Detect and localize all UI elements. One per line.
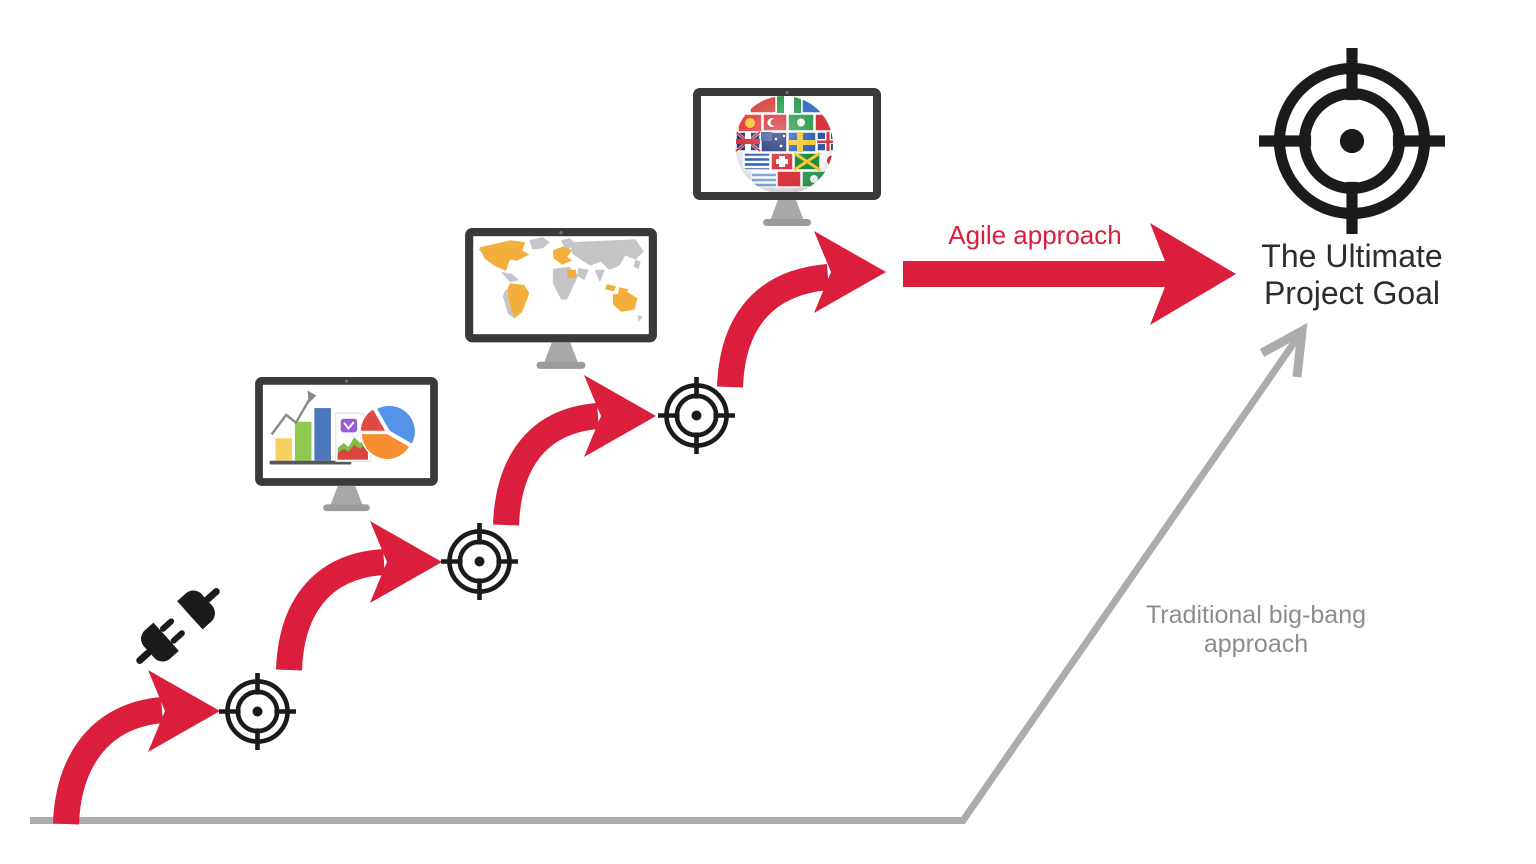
traditional-label-line2: approach [1203, 630, 1309, 658]
webcam-dot [344, 379, 349, 383]
traditional-path-arrow [30, 322, 1308, 824]
flag-globe-screen-content [735, 96, 833, 192]
goal-label-line2: Project Goal [1263, 275, 1441, 311]
traditional-approach-label: Traditional big-bang approach [1125, 601, 1387, 659]
agile-final-arrow [903, 223, 1236, 325]
agile-step-arrow-3 [493, 375, 656, 526]
goal-target-icon [1259, 48, 1445, 234]
goal-label-line1: The Ultimate [1261, 238, 1443, 274]
milestone-target-icon-2 [441, 523, 518, 600]
agile-step-arrow-1 [53, 670, 220, 825]
monitor-stand [770, 200, 804, 221]
traditional-label-line1: Traditional big-bang [1145, 601, 1367, 629]
world-map-monitor-icon [465, 228, 657, 369]
plug-icon [136, 588, 220, 664]
agile-step-arrow-2 [276, 521, 442, 671]
milestone-target-icon-1 [219, 673, 296, 750]
charts-screen-content [269, 390, 417, 465]
world-map-screen-content [478, 237, 644, 322]
goal-label: The Ultimate Project Goal [1244, 238, 1460, 312]
monitor-stand [543, 342, 579, 364]
webcam-dot [785, 90, 789, 95]
milestone-target-icon-3 [658, 377, 735, 454]
flag-globe-monitor-icon [693, 88, 881, 226]
charts-monitor-icon [255, 376, 438, 512]
agile-approach-label: Agile approach [948, 220, 1122, 250]
agile-step-arrow-4 [717, 231, 886, 388]
webcam-dot [559, 230, 563, 235]
monitor-stand [329, 485, 364, 507]
